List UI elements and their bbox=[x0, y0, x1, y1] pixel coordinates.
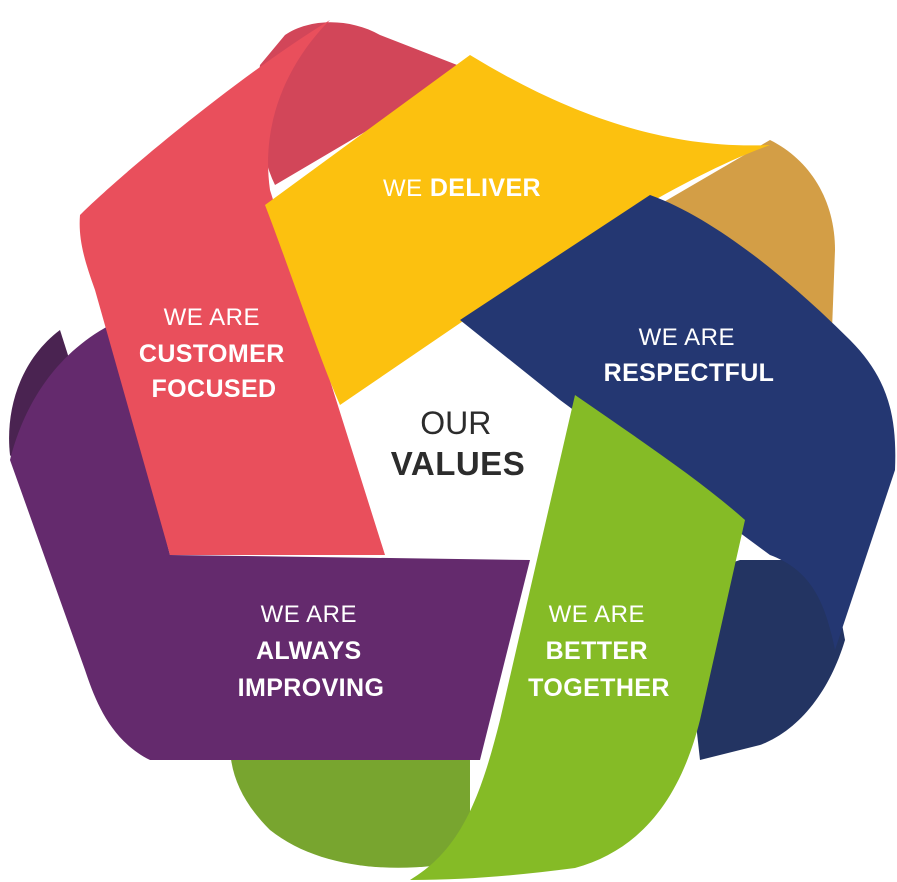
deliver-prefix: WE bbox=[383, 175, 430, 202]
always-improving-bold-2: IMPROVING bbox=[238, 674, 385, 702]
always-improving-bold-1: ALWAYS bbox=[256, 637, 362, 665]
respectful-band bbox=[460, 195, 896, 650]
better-together-bold-2: TOGETHER bbox=[528, 674, 670, 702]
customer-focused-fold-top bbox=[257, 22, 470, 185]
respectful-label: WE ARE RESPECTFUL bbox=[604, 324, 775, 387]
always-improving-label: WE ARE ALWAYS IMPROVING bbox=[238, 601, 385, 702]
center-title-line1: OUR bbox=[420, 405, 491, 441]
center-title-line2: VALUES bbox=[391, 445, 525, 482]
respectful-bold: RESPECTFUL bbox=[604, 359, 775, 387]
customer-focused-band bbox=[79, 20, 385, 555]
deliver-bold: DELIVER bbox=[430, 174, 541, 202]
deliver-band bbox=[265, 55, 770, 405]
better-together-label: WE ARE BETTER TOGETHER bbox=[528, 601, 670, 702]
better-together-bold-1: BETTER bbox=[546, 637, 648, 665]
always-improving-prefix: WE ARE bbox=[261, 601, 357, 628]
respectful-prefix: WE ARE bbox=[639, 324, 735, 351]
customer-focused-prefix: WE ARE bbox=[164, 304, 260, 331]
deliver-fold bbox=[650, 140, 835, 330]
better-together-band bbox=[410, 395, 745, 880]
center-title: OUR VALUES bbox=[391, 405, 525, 482]
better-together-prefix: WE ARE bbox=[549, 601, 645, 628]
customer-focused-label: WE ARE CUSTOMER FOCUSED bbox=[139, 304, 289, 403]
better-together-fold bbox=[230, 750, 470, 868]
customer-focused-bold-1: CUSTOMER bbox=[139, 340, 285, 368]
always-improving-band bbox=[10, 325, 530, 760]
deliver-label: WE DELIVER bbox=[383, 174, 541, 202]
customer-focused-bold-2: FOCUSED bbox=[151, 375, 276, 403]
